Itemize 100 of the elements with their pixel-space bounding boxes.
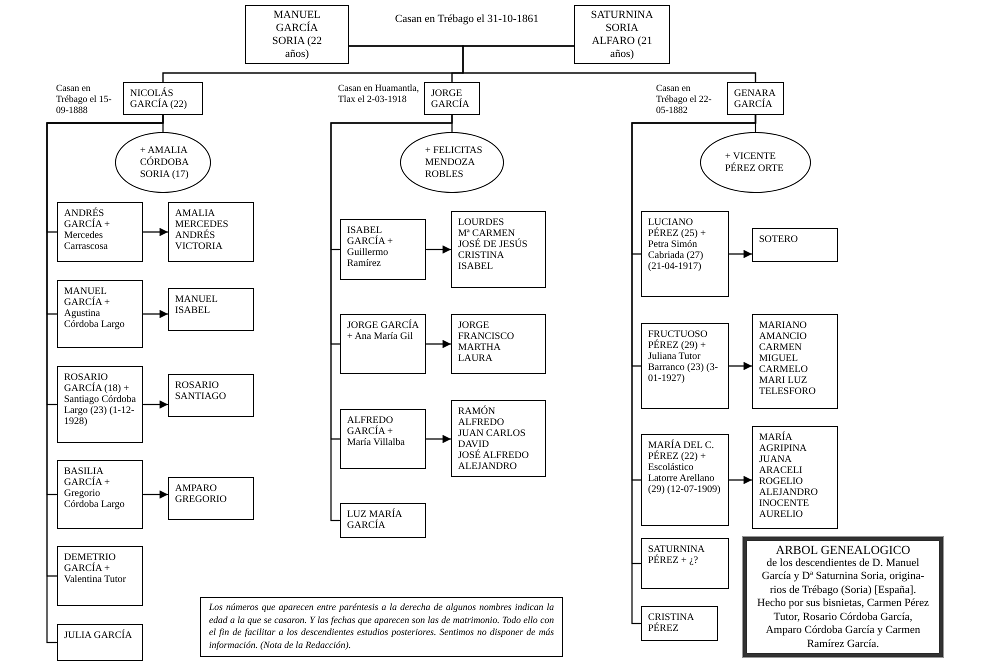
title-heading: ARBOL GENEALOGICO [774,542,912,557]
child-name: DAVID [458,439,490,450]
person-box [641,434,729,526]
child-name: LOURDES [458,217,506,228]
arrow [143,228,168,236]
child-name: ISABEL [175,305,211,316]
arrow [143,400,168,409]
person-name: ISABEL GARCÍA + Guillermo Ramírez [347,225,394,269]
connector-line [462,45,756,82]
child-name: VICTORIA [175,241,224,252]
person-name: MANUEL GARCÍA SORIA (22 años) [271,8,323,60]
child-name: MANUEL [175,294,219,305]
note-box [200,597,563,657]
person-box [245,5,349,64]
child-name: JUANA [759,454,793,465]
children-box [168,477,254,520]
child-name: JORGE [458,320,490,331]
title-text: de los descendientes de D. Manuel García y Dª Saturnina Soria, origina-rios de Trébago (Soria) [España]. Hecho por sus bisnietas, Carmen Pérez Tutor, Rosario Córdoba García, Amparo Córdoba García y Carmen Ramírez García. [756,556,930,652]
spouse-name: + FELICITAS MENDOZA ROBLES [425,144,484,180]
person-box [340,219,426,280]
child-name: AMALIA [175,208,216,219]
person-box [574,5,670,64]
person-name: GENARA GARCÍA [734,88,776,110]
connector-line [330,115,453,522]
person-name: SOTERO [759,234,799,245]
child-name: Mª CARMEN [458,228,515,239]
children-box [168,202,254,262]
child-name: ALEJANDRO [759,487,819,498]
person-name: CRISTINA PÉREZ [648,612,695,634]
marriage-note: Casan en Huamantla, Tlax el 2-03-1918 [338,84,420,106]
person-name: NICOLÁS GARCÍA (22) [130,88,188,110]
person-box [57,202,143,262]
child-name: ALEJANDRO [458,461,518,472]
child-name: AMPARO [175,483,218,494]
child-name: LAURA [458,353,494,364]
child-name: ISABEL [458,261,494,272]
marriage-note: Casan en Trébago el 22-05-1882 [656,84,713,117]
person-box [57,460,143,529]
child-name: GREGORIO [175,494,228,505]
child-name: ARACELI [759,465,804,476]
person-name: LUCIANO PÉREZ (25) + Petra Simón Cabriada (27) (21-04-1917) [648,217,707,272]
person-box [340,409,426,469]
person-box [57,546,143,606]
child-name: ALFREDO [458,417,506,428]
child-name: RAMÓN [458,406,496,417]
child-name: JOSÉ DE JESÚS [458,239,528,250]
person-name: ALFREDO GARCÍA + María Villalba [347,415,406,448]
child-name: ANDRÉS [175,230,216,241]
child-name: CARMELO [759,364,809,375]
person-box [727,82,784,115]
person-name: LUZ MARÍA GARCÍA [347,509,403,531]
person-box [123,82,203,115]
arrow [729,362,752,370]
children-box [451,211,546,288]
arrow [143,310,168,318]
person-name: JORGE GARCÍA [431,88,470,110]
child-name: CARMEN [759,342,803,353]
spouse-name: + AMALIA CÓRDOBA SORIA (17) [140,144,190,180]
note-text: Los números que aparecen entre paréntesis a la derecha de algunos nombres indican la edad a la que se casaron. Y las fechas que aparecen son las de matrimonio. Todo ello con el fin de facilitar a los descendientes estudios posteriores. Sentimos no disponer de más información. (Nota de la Redacción). [209,602,554,652]
person-box [641,323,729,409]
person-box [57,366,143,443]
child-name: AURELIO [759,509,804,520]
person-box [641,211,729,297]
person-name: DEMETRIO GARCÍA + Valentina Tutor [64,552,127,585]
children-box [752,426,838,529]
arrow [729,250,752,258]
child-name: INOCENTE [759,498,810,509]
child-name: MARIANO [759,320,808,331]
child-name: MARÍA [759,432,794,443]
arrow [426,434,451,444]
person-name: MANUEL GARCÍA + Agustina Córdoba Largo [64,286,126,330]
children-box [451,400,546,477]
children-box [168,288,254,331]
child-name: MARTHA [458,342,502,353]
child-name: AGRIPINA [759,443,808,454]
person-box [752,228,838,262]
edge-label: Casan en Trébago el 31-10-1861 [393,13,541,26]
child-name: JOSÉ ALFREDO [458,450,530,461]
person-name: JULIA GARCÍA [64,630,134,641]
arrow [729,476,752,484]
child-name: MERCEDES [175,219,230,230]
spouse-name: + VICENTE PÉREZ ORTE [725,150,785,174]
person-name: SATURNINA PÉREZ + ¿? [648,544,706,566]
children-box [752,314,838,409]
child-name: SANTIAGO [175,391,228,402]
person-name: ROSARIO GARCÍA (18) + Santiago Córdoba Largo (23) (1-12-1928) [64,372,136,427]
person-name: FRUCTUOSO PÉREZ (29) + Juliana Tutor Barranco (23) (3-01-1927) [648,329,719,384]
child-name: ROSARIO [175,380,220,391]
child-name: TELESFORO [759,386,817,397]
arrow [426,340,451,348]
person-box [340,503,426,538]
person-name: JORGE GARCÍA + Ana María Gil [347,320,419,342]
child-name: JUAN CARLOS [458,428,527,439]
child-name: CRISTINA [458,250,506,261]
arrow [143,490,168,499]
child-name: ROGELIO [759,476,804,487]
person-box [340,314,426,374]
title-box [743,537,943,657]
child-name: MARI LUZ [759,375,808,386]
marriage-note: Casan en Trébago el 15-09-1888 [56,84,113,117]
